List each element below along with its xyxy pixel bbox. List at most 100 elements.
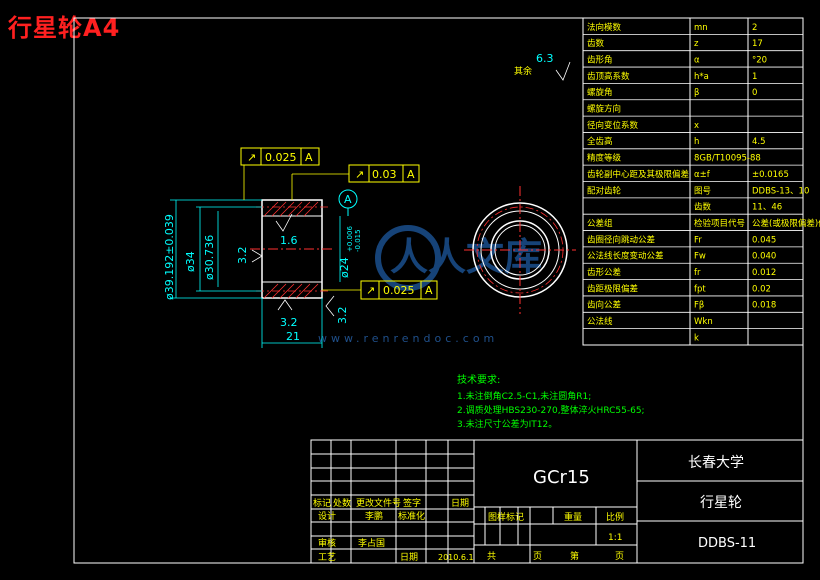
section-view: ø39.192±0.039 ø34 ø30.736 ø24 +0.006 -0.… <box>163 52 571 348</box>
param-cell: °20 <box>752 55 767 65</box>
tolerance-frame-2: ↗ 0.03 A <box>291 164 420 200</box>
param-cell: h*a <box>694 72 709 82</box>
drawing-no: DDBS-11 <box>698 536 756 551</box>
page-title: 行星轮A4 <box>8 14 121 42</box>
title-block-text: GCr15 长春大学 行星轮 DDBS-11 标记 处数 更改文件号 签字 日期… <box>313 455 756 563</box>
param-cell: fpt <box>694 284 706 294</box>
param-cell: 齿数 <box>694 202 712 213</box>
param-cell: 齿向公差 <box>587 300 621 311</box>
review-label: 审核 <box>318 537 336 549</box>
param-cell: 公法线长度变动公差 <box>587 251 664 262</box>
param-cell: 齿顶高系数 <box>587 71 630 82</box>
date-label: 日期 <box>400 552 418 563</box>
param-cell: 法向模数 <box>587 22 622 33</box>
sheet-label: 第 <box>570 550 579 562</box>
datum-label: A <box>344 193 352 206</box>
tol3-value: 0.025 <box>383 284 415 297</box>
param-cell: 1 <box>752 72 757 82</box>
param-cell: 齿形公差 <box>587 267 621 278</box>
param-cell: 0.018 <box>752 301 776 311</box>
param-cell: 螺旋角 <box>587 87 613 98</box>
param-cell: 公差(或极限偏差)值 <box>752 218 820 229</box>
param-cell: DDBS-13、10 <box>752 186 809 196</box>
tech-item-1: 1.未注倒角C2.5-C1,未注圆角R1; <box>457 390 591 402</box>
param-cell: x <box>694 121 699 131</box>
param-table: 法向模数 mn 2 齿数 z 17 齿形角 α °20 齿顶高系数 h*a 1 螺旋角 β 0 螺旋方向径向变… <box>582 17 820 346</box>
param-cell: α <box>694 55 700 65</box>
tolerance-frame-3: ↗ 0.025 A <box>322 280 438 300</box>
part-name: 行星轮 <box>700 495 742 511</box>
page-label: 页 <box>533 551 542 562</box>
param-cell: 齿数 <box>587 38 605 49</box>
material: GCr15 <box>533 467 590 488</box>
sheet-page-label: 页 <box>615 551 624 562</box>
param-cell: β <box>694 88 699 98</box>
dim-base-diameter: ø30.736 <box>203 235 216 280</box>
weight-label: 重量 <box>564 511 582 523</box>
tolerance-frame-1: ↗ 0.025 A <box>240 147 320 200</box>
param-cell: mn <box>694 23 708 33</box>
dim-root-diameter: ø34 <box>184 251 197 272</box>
param-cell: 齿形角 <box>587 54 613 65</box>
watermark-text: 人人文库 <box>390 235 542 279</box>
param-cell: 齿圈径向跳动公差 <box>587 234 655 245</box>
watermark-url: www.renrendoc.com <box>318 332 498 345</box>
param-cell: 0.045 <box>752 235 776 245</box>
watermark: 人人文库 www.renrendoc.com <box>318 225 542 345</box>
title-block <box>310 439 804 564</box>
param-cell: 4.5 <box>752 137 766 147</box>
roughness-rest-value: 6.3 <box>536 52 554 65</box>
dim-outer-diameter: ø39.192±0.039 <box>163 214 176 300</box>
university: 长春大学 <box>688 455 744 471</box>
param-cell: 齿距极限偏差 <box>587 283 638 294</box>
param-cell: z <box>694 39 699 49</box>
param-cell: 精度等级 <box>587 153 622 164</box>
param-cell: Fr <box>694 235 702 245</box>
param-cell: fr <box>694 268 701 278</box>
reviewer: 李占国 <box>358 537 385 549</box>
rev-h-mark: 标记 <box>313 497 331 509</box>
front-view <box>464 186 576 314</box>
param-cell: α±f <box>694 170 711 180</box>
scale: 1:1 <box>608 533 622 543</box>
hatch-top <box>263 201 319 217</box>
tol2-datum: A <box>407 168 415 181</box>
dim-bore-lower: -0.015 <box>354 229 362 252</box>
date: 2010.6.1 <box>438 553 474 562</box>
param-cell: 17 <box>752 39 763 49</box>
tech-heading: 技术要求: <box>457 373 500 386</box>
param-cell: 图号 <box>694 186 711 196</box>
roughness-right: 3.2 <box>336 307 349 325</box>
tech-notes: 技术要求: 1.未注倒角C2.5-C1,未注圆角R1; 2.调质处理HBS230… <box>457 373 645 430</box>
tol1-value: 0.025 <box>265 151 297 164</box>
process-label: 工艺 <box>318 552 336 563</box>
param-cell: 0.02 <box>752 284 771 294</box>
param-cell: 8GB/T10095-88 <box>694 154 761 164</box>
param-cell: 配对齿轮 <box>587 185 622 196</box>
param-cell: 0.040 <box>752 252 776 262</box>
rev-h-file: 更改文件号 <box>356 497 401 509</box>
standardize-label: 标准化 <box>398 510 425 522</box>
dim-bore-upper: +0.006 <box>346 226 354 252</box>
param-cell: 公法线 <box>587 316 613 327</box>
tol2-value: 0.03 <box>372 168 397 181</box>
param-cell: 11、46 <box>752 203 782 213</box>
param-cell: k <box>694 333 699 343</box>
tol3-datum: A <box>425 284 433 297</box>
param-cell: 径向变位系数 <box>587 120 639 131</box>
stage-mark-label: 图样标记 <box>488 511 524 523</box>
param-cell: 螺旋方向 <box>587 104 621 115</box>
tol1-symbol: ↗ <box>247 151 256 164</box>
roughness-left: 3.2 <box>236 247 249 265</box>
tol3-symbol: ↗ <box>366 284 375 297</box>
roughness-rest-prefix: 其余 <box>514 65 532 77</box>
rev-h-count: 处数 <box>333 497 351 509</box>
param-cell: Wkn <box>694 317 713 327</box>
param-cell: 检验项目代号 <box>694 218 745 229</box>
param-cell: 2 <box>752 23 757 33</box>
param-cell: 0 <box>752 88 757 98</box>
scale-label: 比例 <box>606 511 624 523</box>
tech-item-3: 3.未注尺寸公差为IT12。 <box>457 418 557 430</box>
tol1-datum: A <box>305 151 313 164</box>
